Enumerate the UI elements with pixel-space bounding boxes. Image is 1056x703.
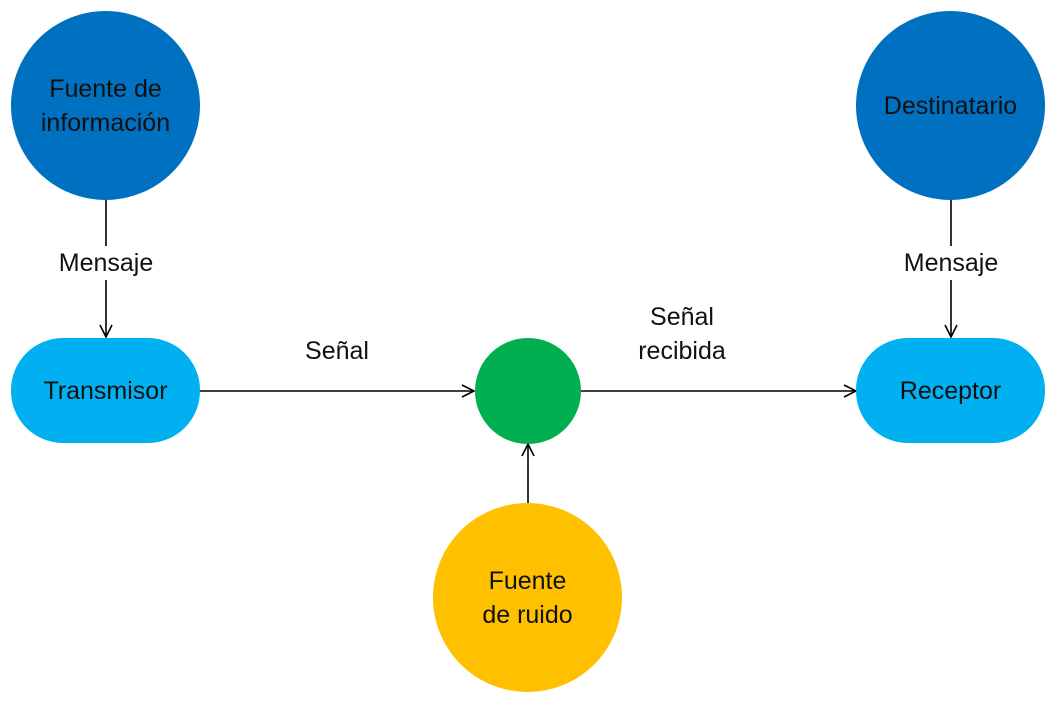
node-canal (475, 338, 581, 444)
node-fuente-informacion: Fuente de información (11, 11, 200, 200)
node-fuente-ruido: Fuente de ruido (433, 503, 622, 692)
node-fuente-ruido-label: Fuente de ruido (482, 566, 573, 629)
node-receptor-label: Receptor (899, 376, 1002, 405)
node-transmisor-label: Transmisor (43, 376, 168, 405)
edge-label-senal: Señal (305, 337, 369, 365)
node-fuente-informacion-label: Fuente de información (40, 74, 171, 137)
node-transmisor: Transmisor (11, 338, 200, 443)
node-receptor: Receptor (856, 338, 1045, 443)
edge-label-senal-recibida: Señal recibida (638, 303, 726, 365)
node-destinatario-label: Destinatario (883, 91, 1018, 120)
edge-label-mensaje-right: Mensaje (891, 246, 1011, 280)
edge-label-mensaje-left: Mensaje (46, 246, 166, 280)
node-destinatario: Destinatario (856, 11, 1045, 200)
